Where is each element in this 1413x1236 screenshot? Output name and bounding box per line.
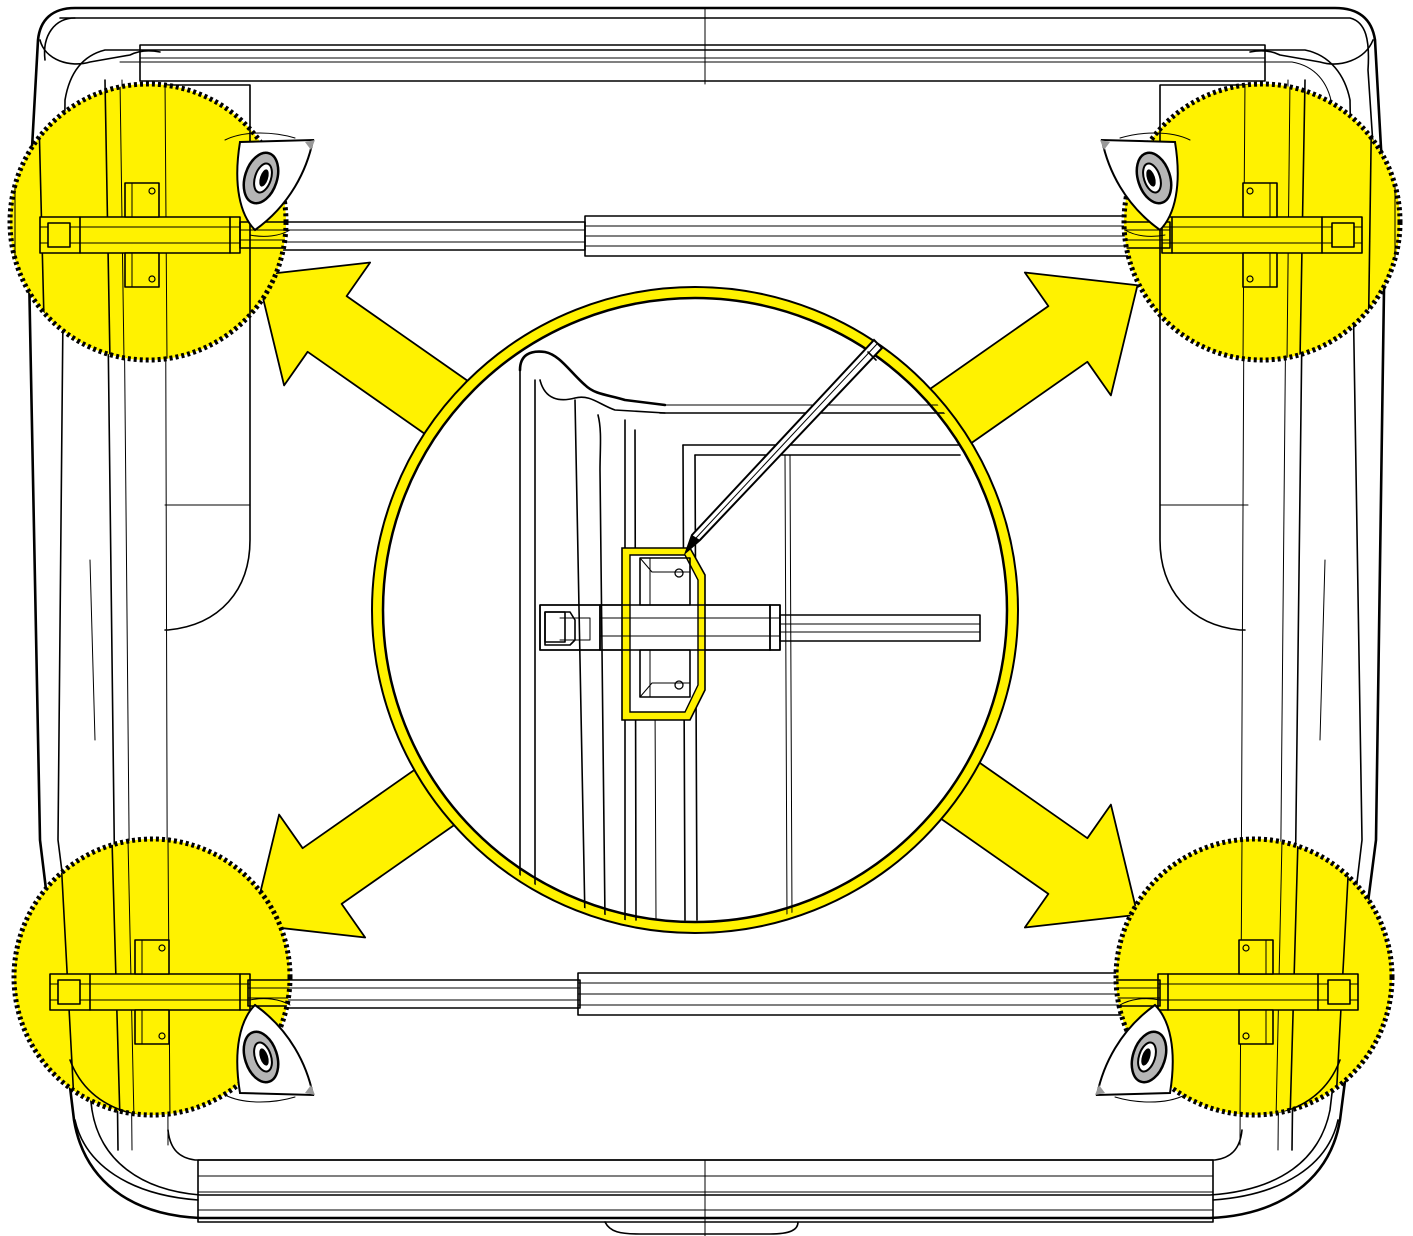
bottom-crossbar <box>284 972 1124 1016</box>
center-detail-view <box>371 286 1019 934</box>
callout-top-left <box>7 81 317 363</box>
top-crossbar <box>274 215 1131 257</box>
pencil-icon <box>683 338 884 556</box>
callout-top-right <box>1098 81 1403 363</box>
callout-bottom-right <box>1093 836 1395 1118</box>
callout-bottom-left <box>11 836 317 1118</box>
